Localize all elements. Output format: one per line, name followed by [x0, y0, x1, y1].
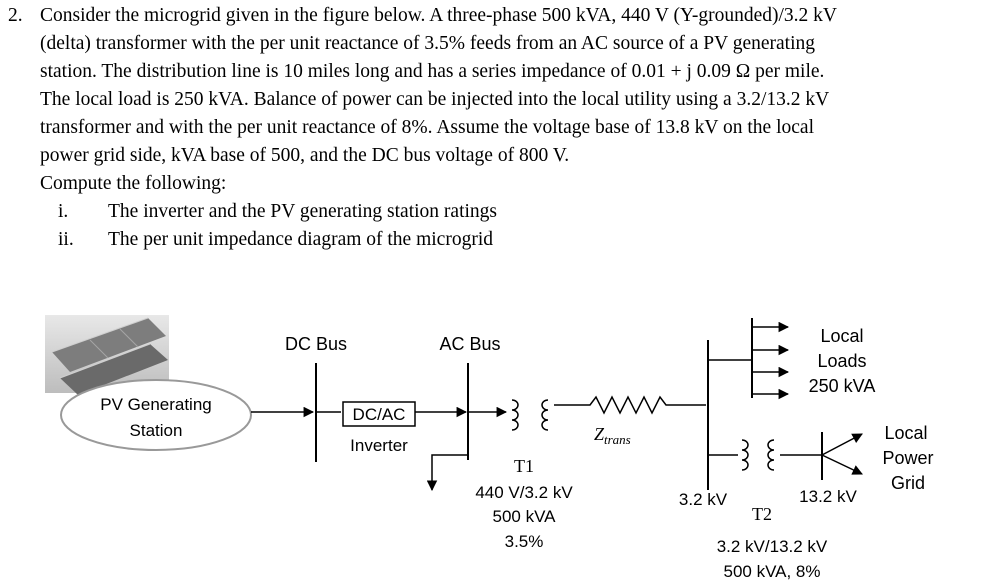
bus-3-2kv-label: 3.2 kV	[679, 490, 728, 509]
pv-label-1: PV Generating	[100, 395, 212, 414]
t1-primary-coil	[511, 399, 519, 431]
item-number-ii: ii.	[58, 229, 74, 250]
grid-label-1: Local	[884, 423, 927, 443]
grid-label-2: Power	[882, 448, 933, 468]
bus-13-2kv-label: 13.2 kV	[799, 487, 857, 506]
question-line-2: (delta) transformer with the per unit re…	[40, 33, 816, 54]
t2-secondary-coil	[767, 439, 775, 471]
question-line-5: transformer and with the per unit reacta…	[40, 117, 814, 138]
grid-label-3: Grid	[891, 473, 925, 493]
question-line-6: power grid side, kVA base of 500, and th…	[40, 145, 570, 166]
t1-rating: 500 kVA	[492, 507, 556, 526]
t2-voltage: 3.2 kV/13.2 kV	[717, 537, 828, 556]
z-trans-label: Ztrans	[594, 424, 631, 447]
t1-reactance: 3.5%	[505, 532, 544, 551]
question-line-1: Consider the microgrid given in the figu…	[40, 5, 838, 26]
inverter-box-label: DC/AC	[353, 405, 406, 424]
question-line-7: Compute the following:	[40, 173, 227, 194]
ac-bus-label: AC Bus	[439, 334, 500, 354]
item-text-ii: The per unit impedance diagram of the mi…	[108, 229, 493, 250]
t2-label: T2	[752, 504, 772, 524]
t1-secondary-coil	[541, 399, 549, 431]
dc-bus-label: DC Bus	[285, 334, 347, 354]
loads-label-3: 250 kVA	[809, 376, 876, 396]
pv-station-ellipse	[60, 379, 252, 451]
item-text-i: The inverter and the PV generating stati…	[108, 201, 497, 222]
inverter-label: Inverter	[350, 436, 408, 455]
loads-label-2: Loads	[817, 351, 866, 371]
t1-label: T1	[514, 456, 534, 476]
t1-voltage: 440 V/3.2 kV	[475, 483, 573, 502]
grid-arrow-down	[821, 454, 863, 475]
ac-down-arrow	[426, 454, 468, 492]
loads-label-1: Local	[820, 326, 863, 346]
inverter-box	[342, 401, 416, 427]
pv-label-2: Station	[130, 421, 183, 440]
t2-rating: 500 kVA, 8%	[723, 562, 820, 581]
item-number-i: i.	[58, 201, 69, 222]
question-line-4: The local load is 250 kVA. Balance of po…	[40, 89, 830, 110]
line-impedance	[554, 395, 706, 415]
grid-arrow-up	[821, 433, 863, 456]
question-number: 2.	[8, 5, 23, 26]
t2-primary-coil	[741, 439, 749, 471]
question-line-3: station. The distribution line is 10 mil…	[40, 61, 825, 82]
